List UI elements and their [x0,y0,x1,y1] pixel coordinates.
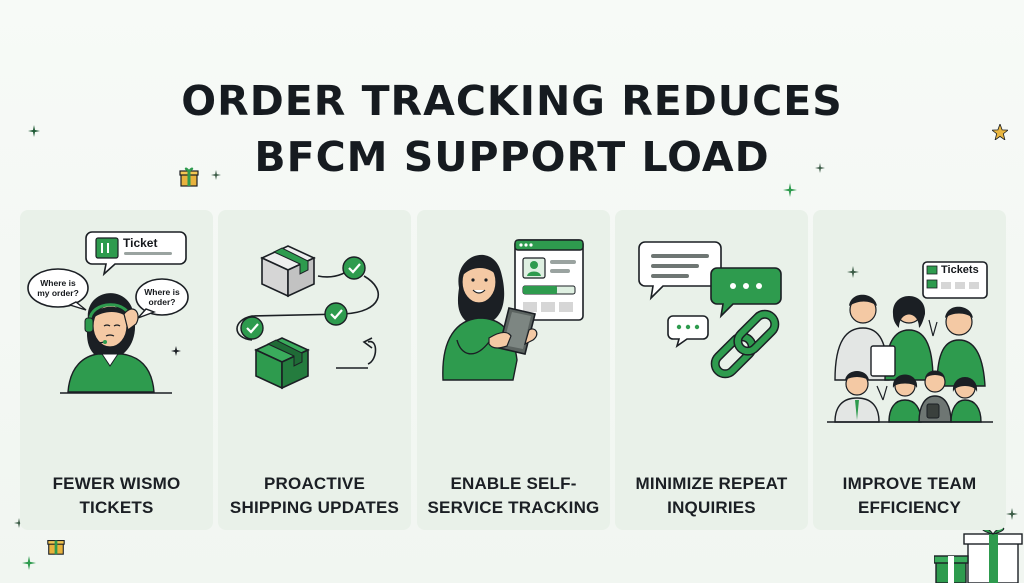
card-label-line-1: PROACTIVE [264,474,365,493]
card-label-line-2: INQUIRIES [667,498,756,517]
card-label: PROACTIVE SHIPPING UPDATES [224,472,405,520]
bubble-line: Where is [40,278,76,288]
card-label: IMPROVE TEAM EFFICIENCY [819,472,1000,520]
sparkle-icon [783,183,797,197]
star-icon [992,124,1008,140]
ticket-label: Ticket [123,236,158,250]
card-minimize-repeat-inquiries: MINIMIZE REPEAT INQUIRIES [615,210,808,530]
shipping-flow-icon [236,245,380,390]
card-label-line-2: EFFICIENCY [857,498,962,517]
where-is-my-order-bubble: Where is my order? [30,278,86,298]
sparkle-icon [1006,508,1018,520]
gift-icon [179,167,199,187]
card-fewer-wismo-tickets: Ticket Where is my order? Where is order… [20,210,213,530]
card-enable-self-service-tracking: ENABLE SELF- SERVICE TRACKING [417,210,610,530]
card-label: ENABLE SELF- SERVICE TRACKING [423,472,604,520]
gift-stack-icon [934,527,1023,583]
page-title: ORDER TRACKING REDUCES BFCM SUPPORT LOAD [0,73,1024,185]
tickets-label: Tickets [941,264,979,276]
card-label-line-2: SHIPPING UPDATES [229,498,400,517]
card-label-line-2: SERVICE TRACKING [427,498,600,517]
gift-icon [47,540,65,555]
card-label: FEWER WISMO TICKETS [26,472,207,520]
card-label-line-1: FEWER WISMO [52,474,181,493]
sparkle-icon [211,170,221,180]
bubble-line: order? [148,297,176,307]
chat-link-icon [638,241,782,379]
sparkle-icon [28,125,40,137]
card-proactive-shipping-updates: PROACTIVE SHIPPING UPDATES [218,210,411,530]
bubble-line: Where is [144,287,180,297]
card-improve-team-efficiency: Tickets IMPROVE TEAM EFFICIENCY [813,210,1006,530]
where-is-order-bubble: Where is order? [138,287,186,307]
sparkle-icon [815,163,825,173]
card-label: MINIMIZE REPEAT INQUIRIES [621,472,802,520]
card-label-line-1: MINIMIZE REPEAT [635,474,788,493]
card-label-line-2: TICKETS [79,498,154,517]
card-label-line-1: ENABLE SELF- [450,474,577,493]
card-label-line-1: IMPROVE TEAM [842,474,977,493]
sparkle-icon [22,556,36,570]
title-line-1: ORDER TRACKING REDUCES [181,77,843,126]
sparkle-icon [14,518,24,528]
support-agent-icon [27,231,189,394]
team-icon [827,261,993,423]
self-service-icon [442,239,584,381]
bubble-line: my order? [37,288,79,298]
title-line-2: BFCM SUPPORT LOAD [254,133,770,182]
